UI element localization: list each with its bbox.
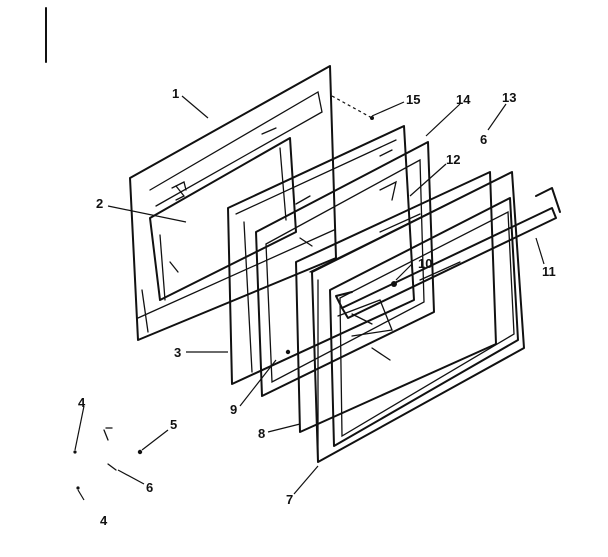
part-11-handle — [335, 187, 561, 325]
callout-2: 2 — [96, 196, 103, 211]
callout-3: 3 — [174, 345, 181, 360]
part-14-door-liner — [227, 125, 415, 385]
callout-4b: 4 — [100, 513, 108, 528]
part-12-inner-glass — [255, 141, 435, 397]
callout-1: 1 — [172, 86, 179, 101]
callout-6a: 6 — [146, 480, 153, 495]
callout-11: 11 — [542, 264, 556, 279]
leader-lines — [74, 95, 545, 501]
callout-15: 15 — [406, 92, 420, 107]
callout-7: 7 — [286, 492, 293, 507]
callout-labels: 1 2 3 4 4 5 6 6 7 8 9 10 11 12 13 14 15 — [78, 86, 556, 528]
callout-12: 12 — [446, 152, 460, 167]
part-hardware-screws — [73, 116, 397, 490]
part-7-door-frame — [311, 171, 525, 463]
callout-5: 5 — [170, 417, 177, 432]
callout-4a: 4 — [78, 395, 86, 410]
part-2-insulation — [149, 137, 297, 301]
callout-13: 13 — [502, 90, 516, 105]
callout-10: 10 — [418, 256, 432, 271]
callout-14: 14 — [456, 92, 471, 107]
callout-8: 8 — [258, 426, 265, 441]
part-1-outer-door-panel — [129, 65, 337, 341]
callout-6b: 6 — [480, 132, 487, 147]
callout-9: 9 — [230, 402, 237, 417]
